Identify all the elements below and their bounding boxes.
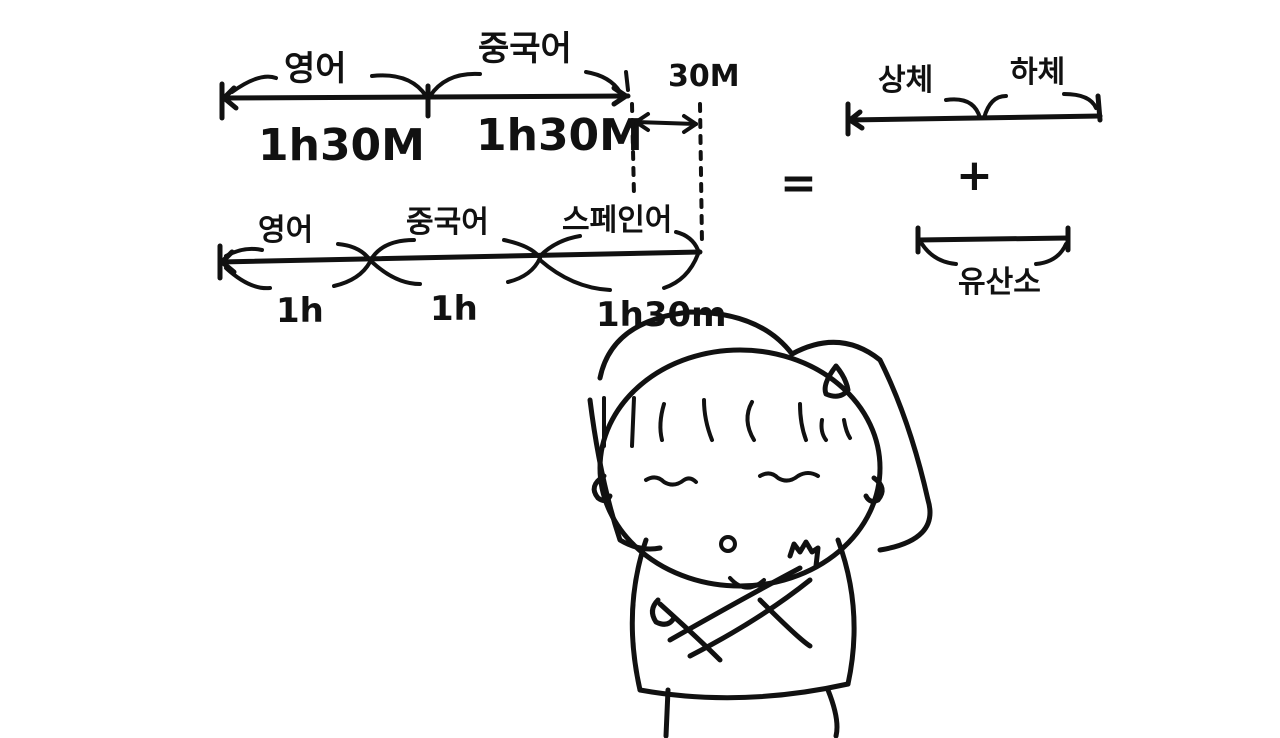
eye-right [758, 471, 820, 483]
body-left-side [629, 537, 649, 693]
rb-brace-left [920, 242, 958, 266]
right-top-left-arrowhead [847, 109, 865, 131]
right-brace-3 [1062, 92, 1098, 110]
b-brace-2-bot-left [370, 260, 422, 286]
confused-girl-icon [587, 309, 933, 738]
equals-sign: = [780, 158, 817, 209]
leg-right [825, 687, 840, 738]
face [597, 347, 883, 589]
bottom-seg2-duration: 1h [430, 289, 478, 329]
bang-5 [745, 400, 756, 442]
hair-left [587, 397, 663, 552]
chin-mark [728, 576, 766, 590]
top-seg2-subject: 중국어 [478, 29, 572, 69]
b-brace-2-top-left [370, 238, 416, 260]
top-seg1-duration: 1h30M [258, 120, 425, 171]
hand-right-fingers [787, 539, 821, 569]
bottom-timeline [217, 230, 703, 292]
bang-8 [842, 418, 852, 440]
hand-left [650, 597, 677, 627]
body-right-side [835, 537, 857, 687]
right-bottom-bracket [915, 225, 1071, 266]
rb-line [915, 235, 1071, 243]
leg-left [663, 687, 671, 738]
brace-2-right [584, 70, 622, 94]
right-top-seg2: 하체 [1010, 55, 1065, 90]
bottom-seg1-duration: 1h [276, 291, 324, 331]
b-brace-2-bot-right [506, 256, 542, 284]
arm-2-lower [687, 577, 813, 659]
top-seg2-duration: 1h30M [476, 110, 643, 161]
ear-right [863, 475, 885, 504]
right-top-right-tick [1095, 93, 1103, 123]
extra-time-label: 30M [668, 59, 740, 94]
brace-1-right [370, 73, 428, 98]
b-brace-1-top-right [336, 242, 372, 262]
b-brace-3-top-right [674, 230, 700, 252]
bang-6 [798, 402, 808, 442]
right-top-line [845, 113, 1103, 123]
right-brace-1 [944, 97, 982, 120]
right-top-timeline [845, 92, 1103, 137]
b-brace-1-top-left [224, 246, 264, 258]
brace-1-left [230, 74, 278, 94]
extra-tick-top [624, 70, 630, 92]
bottom-timeline-line [217, 249, 703, 265]
extra-arrow-right-head [682, 114, 698, 134]
mouth [719, 535, 737, 553]
top-seg1-subject: 영어 [284, 49, 347, 89]
b-brace-3-top-left [538, 234, 582, 258]
eye-left [644, 475, 698, 487]
bang-3 [658, 402, 666, 442]
right-bottom-label: 유산소 [958, 265, 1041, 300]
b-brace-3-bot-left [538, 258, 612, 292]
right-top-seg1: 상체 [878, 63, 933, 98]
top-timeline [219, 70, 631, 121]
extra-time-arrow [634, 120, 698, 126]
right-brace-2 [982, 94, 1008, 120]
brace-2-left [428, 71, 482, 98]
bang-7 [819, 418, 828, 442]
b-brace-3-bot-right [662, 252, 700, 290]
hair-back [597, 309, 933, 553]
rb-brace-right [1034, 242, 1068, 266]
arm-3 [757, 597, 813, 649]
bottom-seg1-subject: 영어 [258, 213, 313, 248]
extra-time-marker [624, 70, 704, 246]
bottom-seg2-subject: 중국어 [406, 205, 489, 240]
sweat-drop-icon [822, 363, 851, 399]
b-brace-1-bot-left [224, 266, 272, 291]
bang-2 [630, 396, 636, 448]
arm-1 [657, 601, 723, 663]
b-brace-1-bot-right [332, 260, 372, 288]
extra-dashed-left [630, 102, 636, 198]
ear-left [591, 473, 613, 504]
bang-4 [702, 398, 714, 442]
extra-dashed-right [698, 102, 704, 246]
extra-arrow-left-head [634, 112, 650, 132]
body-bottom [637, 681, 851, 701]
arm-2-upper [667, 565, 803, 643]
bottom-seg3-subject: 스페인어 [562, 203, 672, 238]
plus-sign: + [956, 150, 993, 201]
